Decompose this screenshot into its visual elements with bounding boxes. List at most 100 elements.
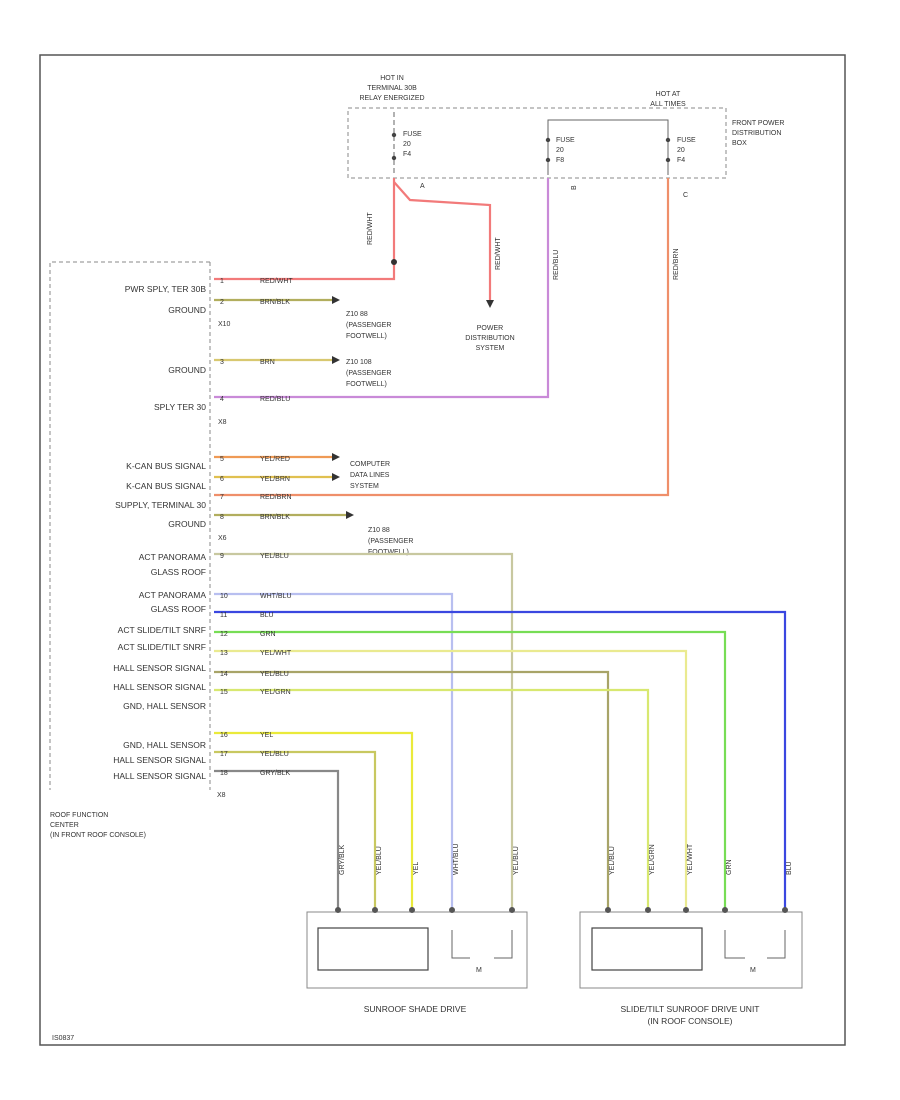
pin-label-9a: ACT PANORAMA (139, 552, 207, 562)
splice-node-icon (391, 259, 397, 265)
pin-label-3: GROUND (168, 365, 206, 375)
svg-text:(PASSENGER: (PASSENGER (346, 370, 391, 377)
fuse-2: FUSE 20 F8 (545, 128, 575, 175)
svg-text:RED/BLU: RED/BLU (260, 396, 290, 403)
diagram-frame (39, 54, 846, 1046)
svg-text:(PASSENGER: (PASSENGER (368, 538, 413, 545)
wire-salmon-supply-ter30 (214, 178, 670, 497)
svg-text:20: 20 (556, 147, 564, 154)
svg-text:13: 13 (220, 650, 228, 657)
pin-label-5: K-CAN BUS SIGNAL (126, 461, 206, 471)
power-distribution-system-label: POWER DISTRIBUTION SYSTEM (465, 325, 514, 352)
kcan-1-arrow-icon (332, 453, 340, 461)
ground-3-label: Z10 88 (PASSENGER FOOTWELL) (368, 527, 413, 556)
fuse-3-node-icon (665, 137, 671, 143)
fuse-pin-b: B (571, 185, 578, 190)
hot-terminal-label: HOT IN TERMINAL 30B RELAY ENERGIZED (359, 75, 424, 102)
slide-drive-wire-labels: YEL/BLU YEL/GRN YEL/WHT GRN BLU (609, 843, 793, 875)
svg-text:SYSTEM: SYSTEM (476, 345, 505, 352)
computer-data-lines-label: COMPUTER DATA LINES SYSTEM (350, 461, 390, 490)
pin-label-14: HALL SENSOR SIGNAL (113, 682, 206, 692)
svg-text:YEL/BLU: YEL/BLU (513, 846, 520, 875)
pin-label-15: GND, HALL SENSOR (123, 701, 206, 711)
module-pin-labels: PWR SPLY, TER 30B GROUND GROUND SPLY TER… (113, 284, 206, 781)
connector-id-3: X6 (218, 535, 227, 542)
svg-text:F4: F4 (677, 157, 685, 164)
pin-label-9b: GLASS ROOF (151, 567, 206, 577)
svg-text:GRN: GRN (726, 859, 733, 875)
svg-text:F4: F4 (403, 151, 411, 158)
svg-text:BRN/BLK: BRN/BLK (260, 514, 290, 521)
svg-text:SLIDE/TILT SUNROOF DRIVE UNIT: SLIDE/TILT SUNROOF DRIVE UNIT (620, 1004, 759, 1014)
svg-text:16: 16 (220, 732, 228, 739)
fuse-1-node-icon (391, 132, 397, 138)
hot-at-all-times-label: HOT AT ALL TIMES (650, 91, 686, 108)
svg-text:BLU: BLU (786, 861, 793, 875)
svg-text:(IN FRONT ROOF CONSOLE): (IN FRONT ROOF CONSOLE) (50, 832, 146, 839)
svg-text:HOT AT: HOT AT (656, 91, 681, 98)
shade-drive-motor-icon (317, 927, 429, 971)
svg-text:BRN/BLK: BRN/BLK (260, 299, 290, 306)
svg-text:RED/BRN: RED/BRN (260, 494, 292, 501)
pin-label-17: HALL SENSOR SIGNAL (113, 755, 206, 765)
svg-text:WHT/BLU: WHT/BLU (260, 593, 292, 600)
svg-text:RELAY ENERGIZED: RELAY ENERGIZED (359, 95, 424, 102)
shade-drive-terminals (335, 907, 515, 913)
svg-text:TERMINAL 30B: TERMINAL 30B (367, 85, 417, 92)
svg-text:3: 3 (220, 359, 224, 366)
svg-text:2: 2 (220, 299, 224, 306)
svg-text:YEL/BLU: YEL/BLU (376, 846, 383, 875)
pin-label-16: GND, HALL SENSOR (123, 740, 206, 750)
pin-label-8: GROUND (168, 519, 206, 529)
fuse-wire-label-3: RED/BLU (553, 250, 560, 280)
svg-text:6: 6 (220, 476, 224, 483)
power-distribution-box (347, 107, 727, 179)
svg-text:POWER: POWER (477, 325, 503, 332)
svg-text:(IN ROOF CONSOLE): (IN ROOF CONSOLE) (647, 1016, 732, 1026)
svg-text:YEL/BLU: YEL/BLU (260, 671, 289, 678)
svg-text:YEL/WHT: YEL/WHT (687, 843, 694, 875)
wire-red-power-dist (393, 181, 492, 300)
svg-text:WHT/BLU: WHT/BLU (453, 844, 460, 876)
svg-text:SYSTEM: SYSTEM (350, 483, 379, 490)
slide-drive-motor-label: M (750, 967, 756, 974)
svg-text:DISTRIBUTION: DISTRIBUTION (732, 130, 781, 137)
wire-red-pwr-sply (214, 178, 396, 281)
slide-drive-terminals (605, 907, 788, 913)
svg-text:BRN: BRN (260, 359, 275, 366)
wire-blue-slide-tilt (214, 610, 787, 910)
module-label: ROOF FUNCTION CENTER (IN FRONT ROOF CONS… (50, 812, 146, 839)
svg-text:FOOTWELL): FOOTWELL) (346, 333, 387, 340)
shade-drive-motor-label: M (476, 967, 482, 974)
svg-text:BLU: BLU (260, 612, 274, 619)
svg-text:10: 10 (220, 593, 228, 600)
ground-2-arrow-icon (332, 356, 340, 364)
svg-text:GRN: GRN (260, 631, 276, 638)
wire-act-panorama-2 (214, 592, 454, 910)
shade-drive-switch-icon (451, 930, 470, 959)
svg-text:FUSE: FUSE (556, 137, 575, 144)
svg-text:YEL/BLU: YEL/BLU (260, 553, 289, 560)
svg-text:YEL/GRN: YEL/GRN (649, 844, 656, 875)
svg-text:11: 11 (220, 612, 227, 619)
pin-label-1: PWR SPLY, TER 30B (125, 284, 207, 294)
ground-2-label: Z10 108 (PASSENGER FOOTWELL) (346, 359, 391, 388)
wire-gnd-hall-1 (214, 688, 650, 910)
svg-text:YEL/WHT: YEL/WHT (260, 650, 292, 657)
front-power-distribution-box-label: FRONT POWER DISTRIBUTION BOX (732, 120, 784, 147)
svg-text:YEL/GRN: YEL/GRN (260, 689, 291, 696)
ground-3-arrow-icon (346, 511, 354, 519)
svg-text:5: 5 (220, 456, 224, 463)
fuse-3: FUSE 20 F4 (665, 128, 696, 175)
svg-text:9: 9 (220, 553, 224, 560)
svg-text:12: 12 (220, 631, 228, 638)
svg-text:ALL TIMES: ALL TIMES (650, 101, 686, 108)
svg-text:YEL/RED: YEL/RED (260, 456, 290, 463)
ground-1-arrow-icon (332, 296, 340, 304)
svg-text:FOOTWELL): FOOTWELL) (368, 549, 409, 556)
svg-text:DATA LINES: DATA LINES (350, 472, 390, 479)
pin-label-10b: GLASS ROOF (151, 604, 206, 614)
svg-text:YEL/BLU: YEL/BLU (260, 751, 289, 758)
